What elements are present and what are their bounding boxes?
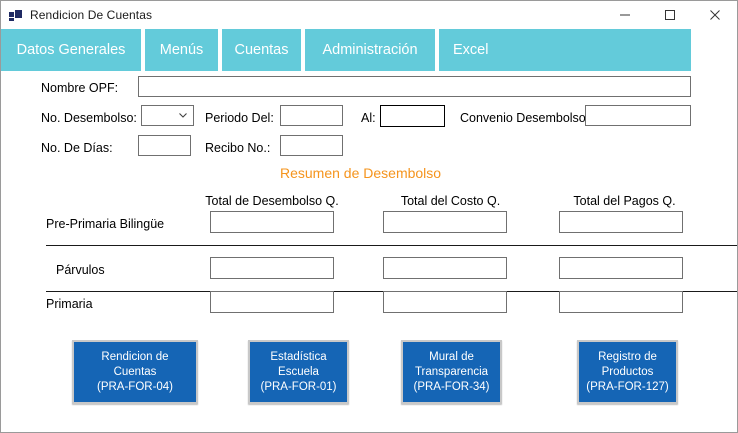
button-line-3: (PRA-FOR-04): [96, 380, 174, 393]
tab-label: Datos Generales: [16, 42, 126, 58]
button-line-2: Productos: [601, 365, 654, 378]
summary-section-title: Resumen de Desembolso: [280, 165, 442, 181]
nombre-opf-input[interactable]: [138, 76, 691, 97]
button-line-2: Transparencia: [414, 365, 489, 378]
label-recibo-no: Recibo No.:: [205, 141, 271, 155]
tab-cuentas[interactable]: Cuentas: [222, 29, 301, 71]
button-line-3: (PRA-FOR-34): [413, 380, 490, 393]
button-line-1: Mural de: [429, 350, 474, 363]
pre-primaria-costo-input[interactable]: [383, 211, 507, 233]
al-input[interactable]: [380, 105, 445, 127]
button-line-3: (PRA-FOR-127): [586, 380, 669, 393]
registro-de-productos-button[interactable]: Registro de Productos (PRA-FOR-127): [577, 340, 678, 404]
no-de-dias-input[interactable]: [138, 135, 191, 156]
tab-administracion[interactable]: Administración: [305, 29, 435, 71]
maximize-icon[interactable]: [647, 1, 692, 28]
parvulos-desembolso-input[interactable]: [210, 257, 334, 279]
chevron-down-icon: [178, 110, 188, 120]
button-line-2: Cuentas: [113, 365, 157, 378]
window-title: Rendicion De Cuentas: [30, 7, 153, 22]
tab-bar: Datos Generales Menús Cuentas Administra…: [1, 29, 691, 71]
row-label-pre-primaria-bilingue: Pre-Primaria Bilingüe: [46, 217, 165, 231]
app-window-icon: [8, 7, 24, 23]
column-header-pagos: Total del Pagos Q.: [573, 194, 676, 208]
tab-label: Excel: [453, 42, 489, 58]
label-periodo-del: Periodo Del:: [205, 111, 274, 125]
button-line-1: Rendicion de: [101, 350, 169, 363]
row-divider-1: [46, 245, 737, 246]
pre-primaria-desembolso-input[interactable]: [210, 211, 334, 233]
label-convenio-desembolso: Convenio Desembolso: [460, 111, 586, 125]
minimize-icon[interactable]: [602, 1, 647, 28]
tab-excel[interactable]: Excel: [439, 29, 691, 71]
button-line-2: Escuela: [278, 365, 319, 378]
label-no-desembolso: No. Desembolso:: [41, 111, 137, 125]
column-header-desembolso: Total de Desembolso Q.: [205, 194, 339, 208]
periodo-del-input[interactable]: [280, 105, 343, 126]
column-header-costo: Total del Costo Q.: [400, 194, 501, 208]
recibo-no-input[interactable]: [280, 135, 343, 156]
tab-datos-generales[interactable]: Datos Generales: [1, 29, 141, 71]
convenio-desembolso-input[interactable]: [585, 105, 691, 126]
label-nombre-opf: Nombre OPF:: [41, 81, 119, 95]
tab-label: Administración: [322, 42, 418, 58]
label-no-de-dias: No. De Días:: [41, 141, 113, 155]
primaria-costo-input[interactable]: [383, 291, 507, 313]
label-al: Al:: [361, 111, 376, 125]
window-controls: [602, 1, 737, 28]
form-panel: Nombre OPF: No. Desembolso: Periodo Del:…: [1, 71, 737, 432]
tab-label: Cuentas: [234, 42, 289, 58]
row-label-primaria: Primaria: [46, 297, 93, 311]
parvulos-costo-input[interactable]: [383, 257, 507, 279]
mural-de-transparencia-button[interactable]: Mural de Transparencia (PRA-FOR-34): [401, 340, 502, 404]
title-bar[interactable]: Rendicion De Cuentas: [1, 1, 737, 28]
button-line-1: Estadística: [270, 350, 327, 363]
no-desembolso-select[interactable]: [141, 105, 194, 126]
primaria-desembolso-input[interactable]: [210, 291, 334, 313]
pre-primaria-pagos-input[interactable]: [559, 211, 683, 233]
row-label-parvulos: Párvulos: [56, 263, 105, 277]
close-icon[interactable]: [692, 1, 737, 28]
tab-label: Menús: [159, 42, 204, 58]
primaria-pagos-input[interactable]: [559, 291, 683, 313]
estadistica-escuela-button[interactable]: Estadística Escuela (PRA-FOR-01): [248, 340, 349, 404]
button-line-1: Registro de: [598, 350, 657, 363]
rendicion-de-cuentas-button[interactable]: Rendicion de Cuentas (PRA-FOR-04): [72, 340, 198, 404]
button-line-3: (PRA-FOR-01): [260, 380, 337, 393]
tab-menus[interactable]: Menús: [145, 29, 218, 71]
parvulos-pagos-input[interactable]: [559, 257, 683, 279]
